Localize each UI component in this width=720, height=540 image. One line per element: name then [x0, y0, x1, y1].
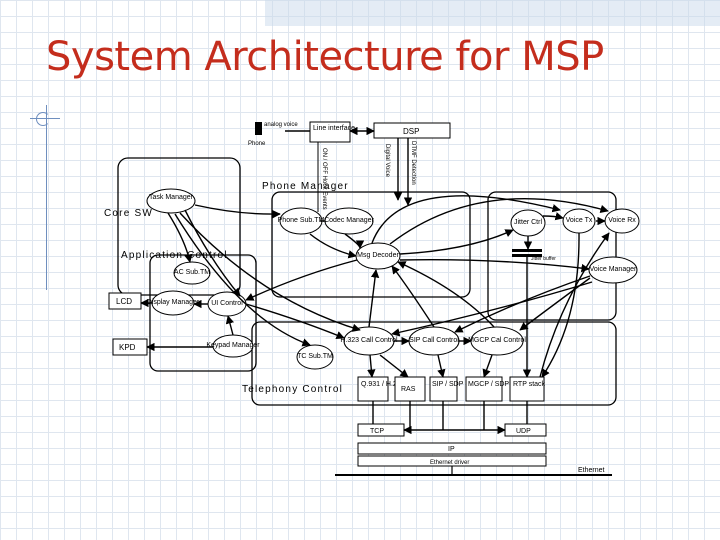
- msg-to-voicetx-arrow: [371, 195, 561, 244]
- msg-to-ui-arrow: [245, 259, 358, 301]
- jitter-ctrl-label: Jitter Ctrl: [514, 219, 542, 226]
- ethernet-label: Ethernet: [578, 467, 605, 474]
- h323-to-msg-arrow: [368, 269, 380, 328]
- voice-rx-label: Voice Rx: [608, 217, 636, 224]
- msg-to-jitter-arrow: [399, 229, 514, 255]
- mgcp-call-control-label: MGCP Cal Control: [468, 337, 526, 344]
- sip-call-control-label: SIP Call Control: [409, 337, 459, 344]
- ras-box: [394, 376, 426, 402]
- sip-to-msg-arrow: [391, 265, 435, 328]
- phone-manager-label: Phone Manager: [262, 181, 349, 192]
- h323-call-control-label: H.323 Call Control: [340, 337, 398, 344]
- mgcp-to-sdp: [482, 354, 493, 378]
- q931-h245-box: [357, 376, 389, 402]
- mgcp-to-msg-arrow: [397, 261, 495, 328]
- slide-title: System Architecture for MSP: [46, 34, 604, 80]
- jitter-buffer-icon: [512, 249, 542, 252]
- display-manager-label: Display Manager: [147, 299, 200, 306]
- udp-label: UDP: [516, 428, 531, 435]
- msg-to-voicerx-arrow: [389, 198, 609, 245]
- h323-to-q931: [367, 354, 376, 378]
- bullet-line-vertical: [46, 105, 47, 290]
- task-to-ui-arrow: [184, 209, 241, 297]
- voicetx-to-rtp-arrow: [541, 232, 580, 378]
- mgcp-sdp-box: [465, 376, 503, 402]
- telephony-control-label: Telephony Control: [242, 384, 343, 395]
- keypad-to-ui-arrow: [225, 315, 234, 336]
- phone-subtm-label: Phone Sub.TM: [278, 217, 325, 224]
- dsp-label: DSP: [403, 127, 419, 136]
- ip-label: IP: [448, 446, 455, 453]
- task-manager-label: Task Manager: [149, 194, 194, 201]
- task-to-phone-arrow: [194, 204, 281, 219]
- line-interface-label: Line interface: [313, 125, 355, 132]
- jitter-to-voicetx: [542, 212, 564, 221]
- analog-voice-label: analog voice: [264, 122, 298, 128]
- msg-to-voicemgr-arrow: [399, 258, 590, 273]
- core-sw-label-1: Core SW: [104, 208, 153, 219]
- rtp-stack-label: RTP stack: [513, 381, 546, 388]
- ip-box: [357, 442, 547, 455]
- phone-icon: [255, 122, 262, 135]
- ethernet-driver-label: Ethernet driver: [430, 460, 469, 466]
- sip-to-sdp: [437, 354, 446, 378]
- jitter-buffer-label: Jitter buffer: [531, 256, 556, 262]
- voicemgr-to-sip-arrow: [454, 275, 591, 333]
- sip-sdp-label: SIP / SDP: [432, 381, 464, 388]
- tcp-label: TCP: [370, 428, 384, 435]
- application-control-label: Application Control: [121, 250, 228, 261]
- jitter-buffer-icon-2: [512, 254, 542, 257]
- voice-region: [487, 191, 617, 321]
- msg-decoder-label: Msg Decoder: [357, 252, 399, 259]
- tc-subtm-oval: [296, 344, 334, 370]
- voicemgr-to-mgcp-arrow: [519, 277, 591, 331]
- lcd-label: LCD: [116, 297, 132, 306]
- q931-h245-label: Q.931 / H.245: [361, 381, 405, 388]
- digital-voice-label: Digital Voice: [384, 144, 390, 178]
- top-decorative-band: [265, 0, 720, 26]
- voice-tx-label: Voice Tx: [566, 217, 593, 224]
- task-to-ac-arrow: [167, 212, 193, 263]
- ui-to-h323-arrow: [245, 303, 345, 340]
- task-to-tc-arrow: [174, 213, 311, 347]
- core-sw-text: Core SW: [104, 208, 153, 219]
- bullet-circle-icon: [36, 112, 50, 126]
- phone-label: Phone: [248, 141, 266, 147]
- codec-to-msg-arrow: [344, 233, 365, 249]
- voicemgr-to-h323-arrow: [391, 281, 593, 337]
- h323-to-ras: [379, 354, 409, 378]
- onoff-hook-label: ON / OFF Hook Events: [321, 148, 327, 210]
- rtp-to-voicerx-arrow: [539, 232, 610, 378]
- codec-manager-label: Codec Manager: [324, 217, 374, 224]
- telephony-control-region: [251, 321, 617, 406]
- ras-label: RAS: [401, 386, 416, 393]
- kpd-label: KPD: [119, 343, 136, 352]
- tc-subtm-label: TC Sub.TM: [297, 353, 333, 360]
- ui-control-label: UI Control: [211, 300, 243, 307]
- voice-manager-label: Voice Manager: [590, 266, 637, 273]
- keypad-manager-label: Keypad Manager: [206, 342, 260, 349]
- ac-subtm-label: AC Sub.TM: [174, 269, 210, 276]
- task-to-h323-arrow: [179, 212, 361, 332]
- task-manager-oval: [146, 188, 196, 214]
- mgcp-sdp-label: MGCP / SDP: [468, 381, 509, 388]
- phone-to-msg-arrow: [309, 233, 357, 259]
- dtmf-detection-label: DTMF Detection: [410, 141, 416, 185]
